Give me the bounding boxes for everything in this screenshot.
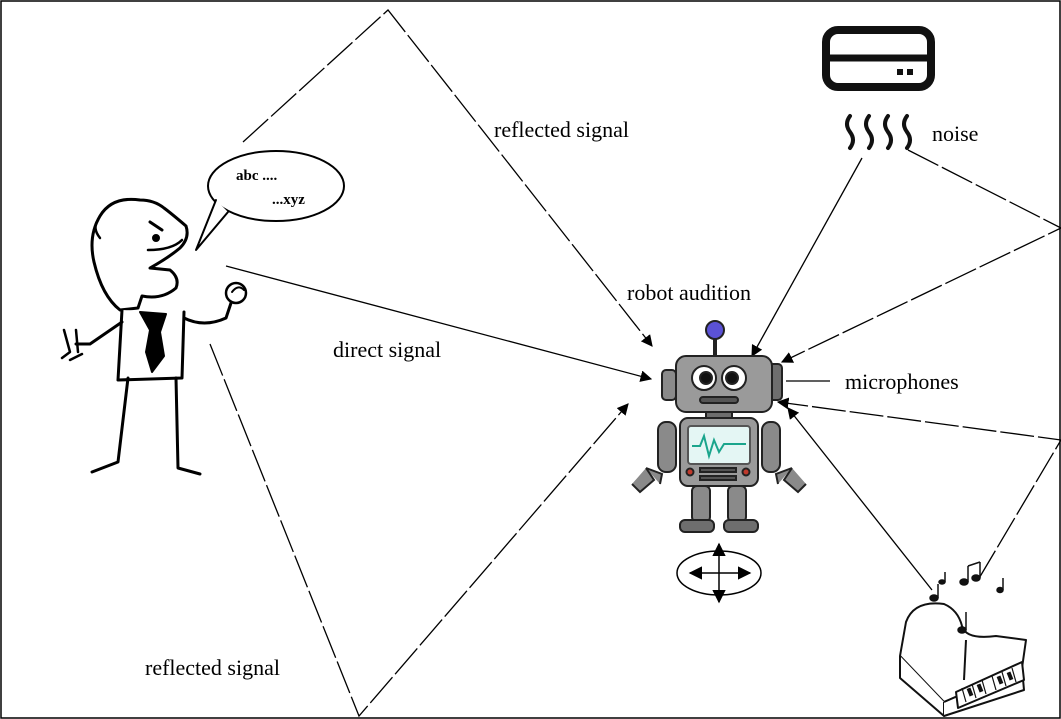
- direct-path: [225, 265, 653, 382]
- robot-arm-left: [657, 421, 677, 473]
- robot-leg-right: [727, 485, 747, 523]
- ear: [94, 218, 102, 240]
- right-leg: [174, 376, 202, 476]
- robot-leg-left: [691, 485, 711, 523]
- piano-icon: [899, 602, 1027, 717]
- left-hand: [60, 328, 84, 362]
- noise-label: noise: [932, 121, 978, 146]
- speech-text-line2: ...xyz: [272, 192, 305, 208]
- right-arm: [182, 298, 234, 325]
- eyebrow: [148, 220, 164, 232]
- tie: [139, 311, 167, 373]
- direct-paths: [225, 157, 933, 591]
- signal-paths: [209, 9, 1061, 718]
- reflected-path-top: [242, 9, 653, 347]
- robot-audition-label: robot audition: [627, 280, 751, 305]
- move-arrows-icon: [676, 542, 762, 604]
- left-leg: [90, 376, 130, 474]
- antenna-ball: [705, 320, 725, 340]
- robot-icon: [631, 320, 807, 533]
- right-hand: [224, 281, 248, 305]
- piano-direct-path: [787, 407, 933, 591]
- speech-bubble: [207, 150, 345, 222]
- noise-direct-path: [751, 157, 863, 358]
- speech-text-line1: abc ....: [236, 168, 278, 184]
- piano-reflected-path: [776, 397, 1061, 581]
- speech-bubble-tail: [195, 199, 229, 251]
- reflected-signal-label-bottom: reflected signal: [145, 655, 280, 680]
- noise-reflected-path: [780, 149, 1061, 363]
- person-speaker-icon: [60, 150, 345, 476]
- mouth: [146, 238, 184, 252]
- microphones-label: microphones: [845, 369, 959, 394]
- music-notes-icon: [929, 561, 1004, 634]
- heat-waves-icon: [845, 114, 912, 150]
- reflected-signal-label-top: reflected signal: [494, 117, 629, 142]
- right-thumb: [231, 286, 245, 293]
- head: [90, 197, 189, 312]
- air-conditioner-icon: [822, 26, 935, 91]
- reflected-path-bottom: [209, 343, 629, 718]
- direct-signal-label: direct signal: [333, 337, 441, 362]
- eye: [152, 234, 160, 242]
- robot-arm-right: [761, 421, 781, 473]
- left-arm: [74, 320, 124, 346]
- robot-ear-left: [661, 369, 677, 401]
